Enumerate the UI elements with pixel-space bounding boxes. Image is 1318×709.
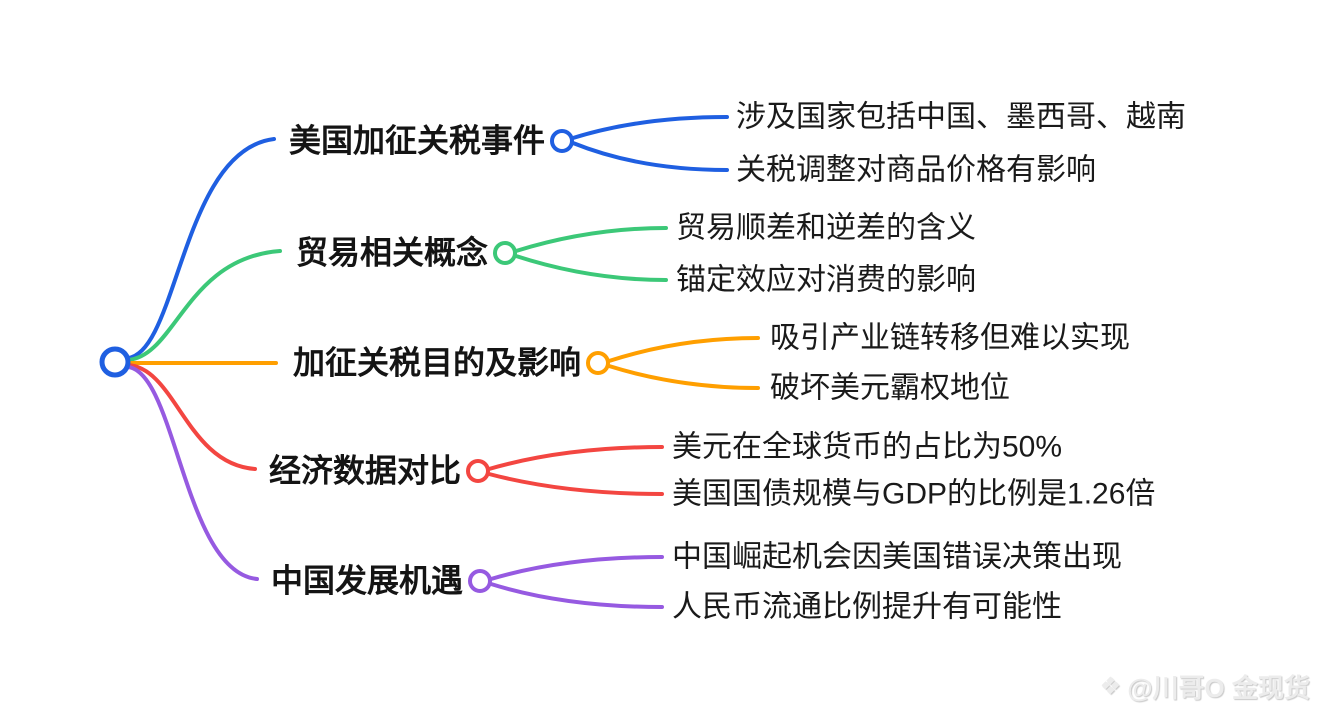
branch-curve-4 xyxy=(126,363,257,471)
fork-curve-3b xyxy=(607,364,760,390)
leaf-china-rise[interactable]: 中国崛起机会因美国错误决策出现 xyxy=(672,540,1122,574)
fork-curve-5a xyxy=(489,555,664,581)
leaf-industry-chain-transfer[interactable]: 吸引产业链转移但难以实现 xyxy=(770,321,1130,355)
leaf-trade-surplus-deficit[interactable]: 贸易顺差和逆差的含义 xyxy=(676,211,976,245)
leaf-countries-involved[interactable]: 涉及国家包括中国、墨西哥、越南 xyxy=(736,100,1186,134)
fork-curve-2a xyxy=(514,226,668,253)
fork-curve-2b xyxy=(514,254,668,282)
fork-curve-3a xyxy=(607,336,760,363)
leaf-rmb-circulation[interactable]: 人民币流通比例提升有可能性 xyxy=(672,590,1062,624)
leaf-anchoring-effect[interactable]: 锚定效应对消费的影响 xyxy=(676,263,976,297)
branch-node-3[interactable] xyxy=(586,351,610,375)
fork-curve-4b xyxy=(487,472,664,496)
leaf-dollar-share[interactable]: 美元在全球货币的占比为50% xyxy=(672,430,1063,464)
fork-curve-1b xyxy=(571,141,729,172)
watermark: ❖ @川哥O 金现货 xyxy=(1100,668,1310,705)
branch-label-economic-data[interactable]: 经济数据对比 xyxy=(268,452,461,489)
branch-node-5[interactable] xyxy=(468,569,492,593)
branch-label-china-opportunity[interactable]: 中国发展机遇 xyxy=(270,562,463,599)
branch-node-4[interactable] xyxy=(466,459,490,483)
branch-label-tariff-purpose[interactable]: 加征关税目的及影响 xyxy=(292,344,581,381)
root-node[interactable] xyxy=(99,346,131,378)
branch-curve-1 xyxy=(126,137,276,360)
leaf-dollar-hegemony[interactable]: 破坏美元霸权地位 xyxy=(770,371,1010,405)
fork-curve-5b xyxy=(489,582,664,609)
fork-curve-4a xyxy=(487,445,664,471)
branch-curve-5 xyxy=(126,365,259,581)
leaf-debt-gdp-ratio[interactable]: 美国国债规模与GDP的比例是1.26倍 xyxy=(672,477,1156,511)
fork-curve-1a xyxy=(571,115,729,140)
leaf-tariff-price-impact[interactable]: 关税调整对商品价格有影响 xyxy=(736,153,1096,187)
branch-label-trade-concepts[interactable]: 贸易相关概念 xyxy=(295,234,488,271)
branch-curve-2 xyxy=(126,249,282,362)
watermark-text: @川哥O 金现货 xyxy=(1127,673,1310,703)
branch-label-tariff-event[interactable]: 美国加征关税事件 xyxy=(288,122,545,159)
branch-node-2[interactable] xyxy=(493,241,517,265)
branch-node-1[interactable] xyxy=(550,129,574,153)
watermark-logo-icon: ❖ xyxy=(1099,673,1122,700)
